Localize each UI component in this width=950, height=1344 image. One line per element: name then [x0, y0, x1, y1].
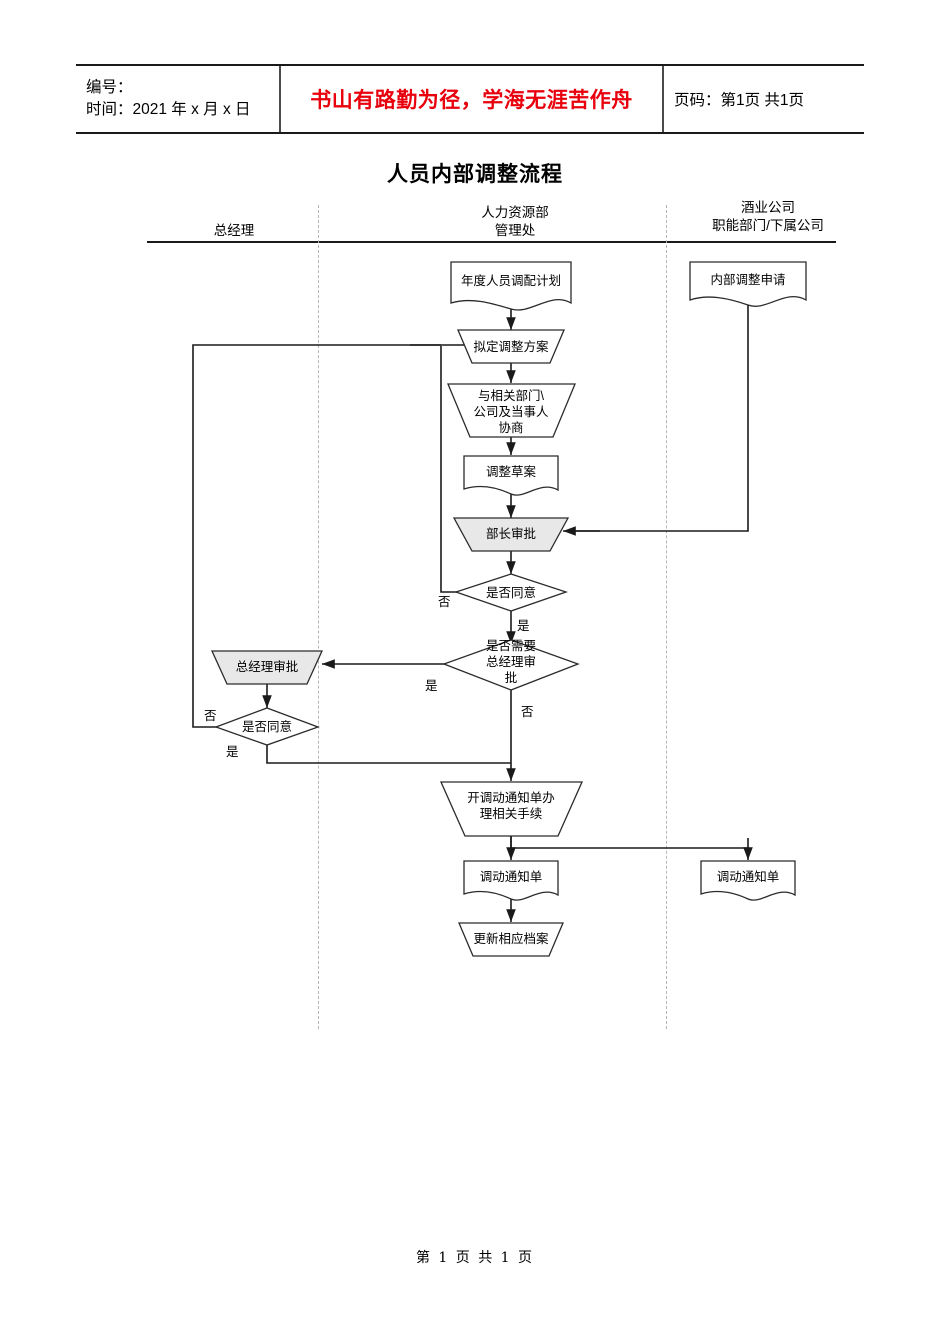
node-label-director-approval: 部长审批 — [485, 527, 536, 541]
node-agree-1 — [453, 573, 569, 612]
header-date-label: 时间：2021 年 x 月 x 日 — [86, 101, 251, 118]
node-need-gm-approval — [442, 639, 580, 691]
node-adjust-draft — [463, 455, 559, 496]
node-label-transfer-notice-co: 调动通知单 — [716, 870, 780, 884]
page-footer: 第 1 页 共 1 页 — [415, 1250, 535, 1266]
node-label-need-gm-approval: 是否需要 总经理审 批 — [485, 639, 536, 685]
node-label-adjust-draft: 调整草案 — [485, 465, 536, 479]
node-label-agree-1: 是否同意 — [485, 586, 536, 600]
flow-connectors — [262, 309, 516, 781]
lane-divider-2 — [666, 205, 667, 1029]
edge-label-agree-1-no: 否 — [438, 595, 451, 609]
flow-connectors-plain — [192, 304, 749, 858]
node-label-internal-request: 内部调整申请 — [710, 273, 786, 287]
node-label-update-archive: 更新相应档案 — [473, 932, 549, 946]
node-label-annual-plan: 年度人员调配计划 — [460, 274, 561, 288]
edge-label-need-gm-yes: 是 — [425, 679, 438, 693]
node-director-approval — [452, 517, 570, 552]
lane-divider-1 — [318, 205, 319, 1029]
edge-label-need-gm-no: 否 — [521, 705, 534, 719]
node-transfer-notice-co — [700, 860, 796, 901]
header-cell-page: 页码：第1页 共1页 — [664, 66, 864, 132]
flow-connectors-arrows-2 — [410, 340, 753, 922]
edge-label-agree-2-no: 否 — [204, 709, 217, 723]
lane-header-hr-department: 人力资源部 管理处 — [400, 204, 630, 240]
node-annual-plan — [450, 261, 572, 311]
node-label-consult: 与相关部门\ 公司及当事人 协商 — [473, 389, 549, 435]
lane-header-line: 人力资源部 — [481, 205, 549, 220]
document-header-table: 编号： 时间：2021 年 x 月 x 日 书山有路勤为径，学海无涯苦作舟 页码… — [76, 64, 864, 134]
node-label-draft-plan: 拟定调整方案 — [473, 340, 549, 354]
node-internal-request — [689, 261, 807, 307]
node-agree-2 — [214, 707, 320, 746]
node-consult — [447, 383, 576, 438]
node-label-agree-2: 是否同意 — [241, 720, 292, 734]
page-title: 人员内部调整流程 — [387, 161, 563, 186]
header-code-label: 编号： — [86, 78, 133, 96]
lane-header-general-manager: 总经理 — [150, 222, 318, 240]
lane-header-rule — [147, 241, 836, 243]
edge-label-agree-2-yes: 是 — [226, 745, 239, 759]
node-label-gm-approval: 总经理审批 — [235, 660, 299, 674]
header-cell-slogan: 书山有路勤为径，学海无涯苦作舟 — [281, 66, 664, 132]
node-label-transfer-notice-hr: 调动通知单 — [479, 870, 543, 884]
lane-header-liquor-company: 酒业公司 职能部门/下属公司 — [668, 199, 868, 235]
node-issue-notice — [439, 781, 584, 837]
lane-header-line: 总经理 — [213, 223, 255, 238]
edge-label-agree-1-yes: 是 — [517, 619, 530, 633]
node-label-issue-notice: 开调动通知单办 理相关手续 — [467, 791, 555, 821]
node-transfer-notice-hr — [463, 860, 559, 901]
lane-header-line: 职能部门/下属公司 — [712, 218, 824, 234]
node-draft-plan — [457, 329, 565, 364]
header-page-label: 页码：第1页 共1页 — [674, 92, 805, 109]
lane-header-line: 酒业公司 — [741, 200, 795, 215]
node-update-archive — [458, 922, 564, 957]
node-gm-approval — [210, 650, 324, 685]
header-cell-meta: 编号： 时间：2021 年 x 月 x 日 — [76, 66, 281, 132]
header-slogan: 书山有路勤为径，学海无涯苦作舟 — [310, 87, 633, 112]
lane-header-line: 管理处 — [494, 223, 536, 239]
